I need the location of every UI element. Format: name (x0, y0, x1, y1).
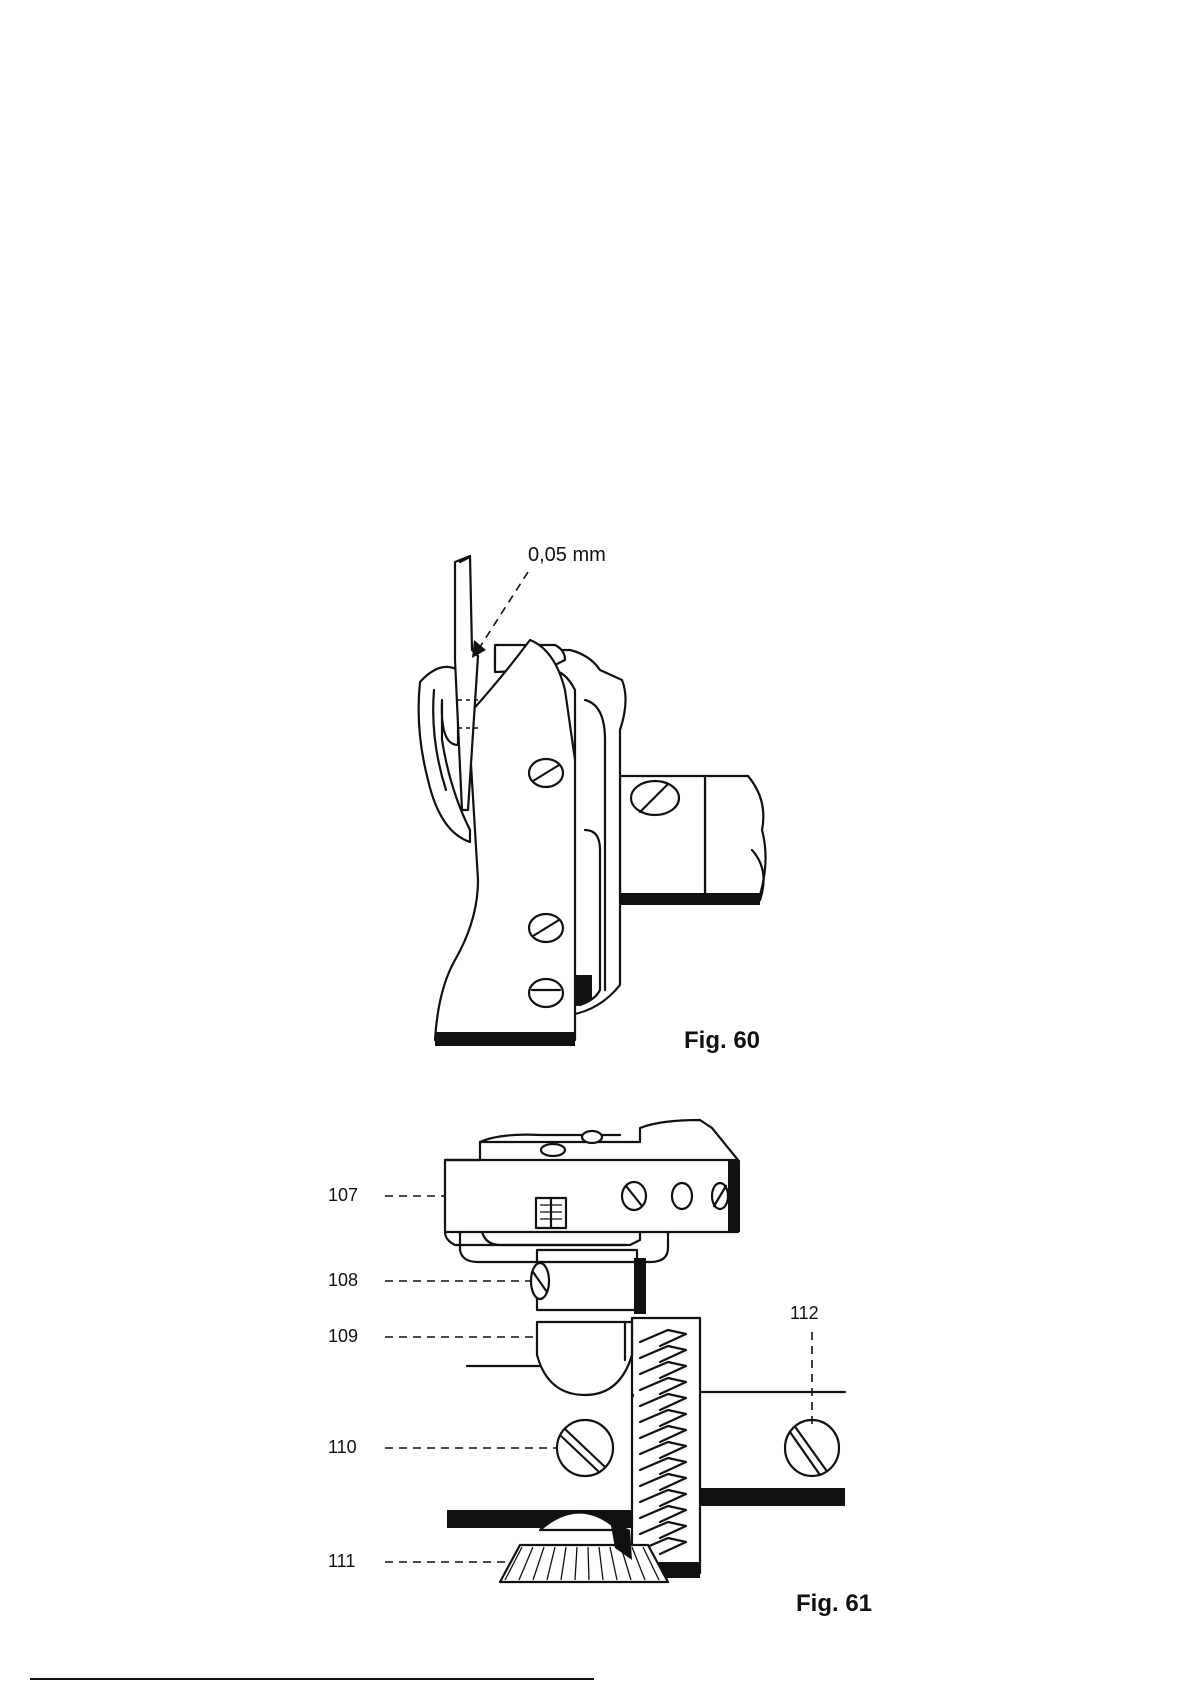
fig60-gap-leader (478, 572, 528, 650)
fig60-gap-annotation: 0,05 mm (528, 544, 606, 567)
callout-110: 110 (328, 1437, 357, 1458)
callout-112: 112 (790, 1303, 819, 1324)
callout-107: 107 (328, 1185, 358, 1206)
fig60-caption: Fig. 60 (684, 1027, 760, 1055)
fig61-caption: Fig. 61 (796, 1590, 872, 1618)
fig60-gap-arrowhead (472, 640, 486, 658)
callout-108: 108 (328, 1270, 358, 1291)
fig61-illustration (445, 1120, 845, 1582)
fig60-illustration (419, 556, 766, 1046)
callout-109: 109 (328, 1326, 358, 1347)
callout-111: 111 (328, 1551, 355, 1572)
